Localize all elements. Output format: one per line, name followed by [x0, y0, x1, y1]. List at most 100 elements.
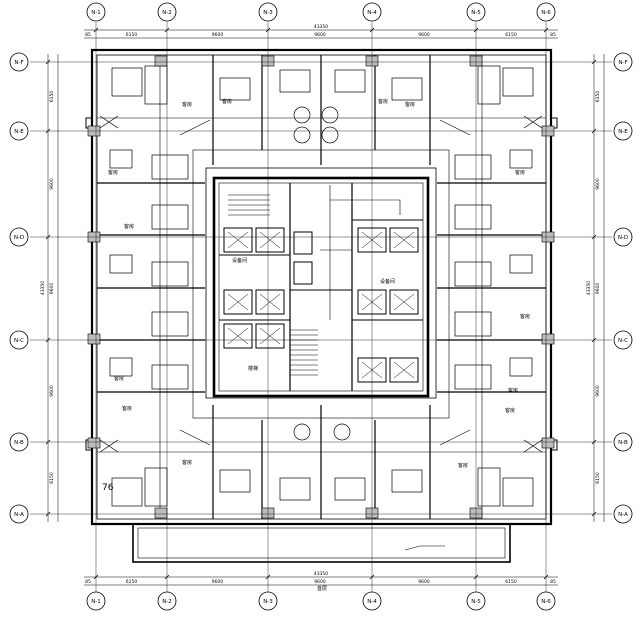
dim-vtick-right — [591, 511, 597, 517]
room-label: 客房 — [520, 313, 530, 320]
stair-label: 楼梯 — [248, 365, 258, 372]
grid-col-top-N-6-label: N-6 — [541, 10, 551, 16]
room-label: 客房 — [108, 169, 118, 176]
room-label: 客房 — [182, 101, 192, 108]
dim-tick-bottom — [164, 574, 170, 580]
grid-row-left-N-A-bubble — [9, 504, 29, 524]
grid-col-top-N-5-bubble — [466, 2, 486, 22]
grid-row-right-N-F-label: N-F — [618, 60, 627, 66]
room-label: 客房 — [508, 387, 518, 394]
room-label: 客房 — [505, 407, 515, 414]
room-label: 客房 — [405, 101, 415, 108]
room-label: 客房 — [122, 405, 132, 412]
dim-overall-bottom: 43350 — [314, 571, 328, 577]
room-label: 客房 — [124, 223, 134, 230]
grid-row-right-N-D-label: N-D — [618, 235, 628, 241]
grid-row-right-N-B-bubble — [613, 432, 633, 452]
grid-row-left-N-C-label: N-C — [14, 338, 24, 344]
grid-row-right-N-C-label: N-C — [618, 338, 628, 344]
dim-tick-bottom — [473, 574, 479, 580]
electrical-wiring — [179, 119, 471, 551]
dim-ext-top: 85 — [550, 32, 556, 38]
guest-room-walls — [97, 55, 546, 519]
dim-ext-bottom: 85 — [550, 579, 556, 585]
dim-vtext-right: 9600 — [595, 283, 601, 295]
dim-vtick-right — [591, 439, 597, 445]
dim-vtext-left: 6150 — [49, 472, 55, 484]
dim-text-bottom: 9600 — [418, 579, 430, 585]
room-label: 客房 — [458, 462, 468, 469]
dim-tick-bottom — [369, 574, 375, 580]
dim-tick-top — [473, 27, 479, 33]
dim-vtext-right: 6150 — [595, 472, 601, 484]
grid-col-top-N-1-label: N-1 — [91, 10, 101, 16]
dim-vtick-right — [591, 59, 597, 65]
grid-col-top-N-6-bubble — [536, 2, 556, 22]
grid-row-left-N-B-label: N-B — [14, 440, 24, 446]
dim-voverall-right: 43350 — [586, 281, 592, 295]
room-number: 76 — [102, 483, 114, 493]
building-core — [205, 167, 437, 399]
dim-vtext-left: 9600 — [49, 385, 55, 397]
grid-col-bottom-N-3-label: N-3 — [263, 599, 273, 605]
dim-text-top: 9600 — [212, 32, 224, 38]
dim-vtick-left — [45, 439, 51, 445]
machine-room-label: 设备间 — [380, 278, 395, 285]
dim-vtick-left — [45, 128, 51, 134]
dim-text-top: 9600 — [418, 32, 430, 38]
grid-col-top-N-3-label: N-3 — [263, 10, 273, 16]
grid-row-left-N-B-bubble — [9, 432, 29, 452]
grid-row-left-N-E-label: N-E — [14, 129, 24, 135]
dim-vtick-right — [591, 234, 597, 240]
grid-row-right-N-A-bubble — [613, 504, 633, 524]
dim-tick-bottom — [543, 574, 549, 580]
room-label: 客房 — [378, 98, 388, 105]
dim-vtext-left: 6150 — [49, 91, 55, 103]
dim-tick-top — [265, 27, 271, 33]
dim-vtext-left: 9600 — [49, 283, 55, 295]
grid-col-bottom-N-6-bubble — [536, 591, 556, 611]
machine-room-label: 设备间 — [232, 257, 247, 264]
grid-row-left-N-A-label: N-A — [14, 512, 24, 518]
grid-row-right-N-D-bubble — [613, 227, 633, 247]
grid-row-left-N-F-label: N-F — [14, 60, 23, 66]
grid-row-right-N-E-bubble — [613, 121, 633, 141]
grid-col-top-N-1-bubble — [86, 2, 106, 22]
dim-vtext-left: 9600 — [49, 178, 55, 190]
room-label: 客房 — [114, 375, 124, 382]
dim-vtext-right: 6150 — [595, 91, 601, 103]
dim-text-bottom: 9600 — [314, 579, 326, 585]
grid-col-bottom-N-4-bubble — [362, 591, 382, 611]
grid-row-right-N-E-label: N-E — [618, 129, 628, 135]
grid-col-top-N-3-bubble — [258, 2, 278, 22]
dim-text-bottom: 6150 — [126, 579, 138, 585]
dim-ext-top: 85 — [85, 32, 91, 38]
grid-row-right-N-A-label: N-A — [618, 512, 628, 518]
dim-vtick-left — [45, 511, 51, 517]
dim-vtext-right: 9600 — [595, 385, 601, 397]
grid-col-bottom-N-5-bubble — [466, 591, 486, 611]
dim-text-top: 6150 — [126, 32, 138, 38]
grid-col-bottom-N-3-bubble — [258, 591, 278, 611]
grid-col-top-N-5-label: N-5 — [471, 10, 481, 16]
dim-tick-top — [543, 27, 549, 33]
grid-row-left-N-D-label: N-D — [14, 235, 24, 241]
grid-col-bottom-N-5-label: N-5 — [471, 599, 481, 605]
grid-col-bottom-N-1-label: N-1 — [91, 599, 101, 605]
grid-row-right-N-C-bubble — [613, 330, 633, 350]
grid-row-left-N-D-bubble — [9, 227, 29, 247]
grid-row-left-N-C-bubble — [9, 330, 29, 350]
dim-vtick-right — [591, 128, 597, 134]
grid-col-bottom-N-6-label: N-6 — [541, 599, 551, 605]
room-labels: 客房 客房 客房 客房 客房 客房 客房 客房 客房 客房 客房 客房 客房 客… — [108, 98, 530, 469]
dim-ext-bottom: 85 — [85, 579, 91, 585]
dim-text-top: 6150 — [505, 32, 517, 38]
grid-col-top-N-4-label: N-4 — [367, 10, 377, 16]
dim-tick-bottom — [265, 574, 271, 580]
dim-tick-top — [93, 27, 99, 33]
dim-vtick-right — [591, 337, 597, 343]
grid-col-bottom-N-4-label: N-4 — [367, 599, 377, 605]
